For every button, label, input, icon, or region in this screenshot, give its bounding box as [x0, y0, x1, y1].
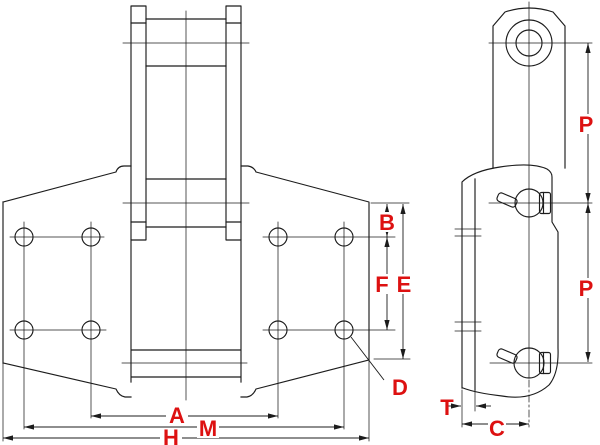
dim-label-p-top: P	[579, 112, 594, 137]
side-view	[447, 1, 593, 428]
centerlines-side	[488, 1, 593, 379]
dim-label-p-bottom: P	[579, 276, 594, 301]
cotter-pin-middle	[496, 192, 518, 208]
bolt-holes	[14, 227, 354, 340]
dim-label-e: E	[397, 272, 412, 297]
extension-lines-side	[461, 389, 476, 428]
extension-lines-front	[2, 202, 411, 442]
cotter-pin-bottom	[496, 348, 518, 364]
strip-hole-marks	[454, 228, 482, 332]
dim-label-d: D	[392, 375, 408, 400]
dim-label-t: T	[440, 395, 454, 420]
link-plate-right	[225, 5, 242, 241]
attachment-plate-outline	[2, 165, 370, 398]
front-view	[2, 5, 411, 442]
dim-label-a: A	[169, 403, 185, 428]
attachment-strip-profile	[461, 164, 559, 398]
leader-line-D	[350, 336, 385, 381]
dim-label-c: C	[489, 416, 505, 441]
lower-link	[130, 239, 242, 383]
dim-label-h: H	[163, 425, 179, 445]
link-plate-left	[130, 5, 147, 241]
dim-label-b: B	[379, 210, 395, 235]
dim-label-f: F	[375, 272, 388, 297]
dim-label-m: M	[199, 416, 217, 441]
centerlines-front	[121, 10, 250, 401]
plate-chamfer-lines	[130, 22, 242, 223]
dimension-labels: A M H B F E D T C P P	[160, 112, 595, 445]
